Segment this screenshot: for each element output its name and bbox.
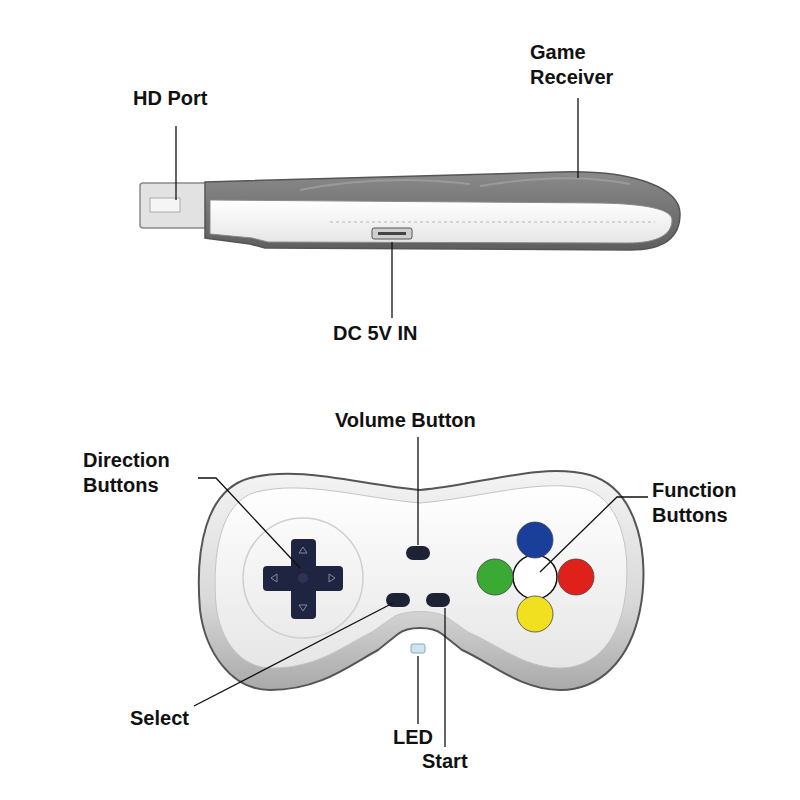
game-receiver xyxy=(140,172,680,250)
part-label: Volume Button xyxy=(335,408,476,433)
part-label: Direction Buttons xyxy=(83,448,195,498)
part-label: Game Receiver xyxy=(530,40,640,90)
part-label: Select xyxy=(130,706,189,731)
part-label: HD Port xyxy=(133,86,207,111)
part-label: Function Buttons xyxy=(652,478,764,528)
leader-lines xyxy=(176,98,648,747)
part-label: Start xyxy=(422,749,468,774)
part-label: LED xyxy=(393,725,433,750)
game-controller xyxy=(199,471,644,690)
part-label: DC 5V IN xyxy=(333,321,417,346)
